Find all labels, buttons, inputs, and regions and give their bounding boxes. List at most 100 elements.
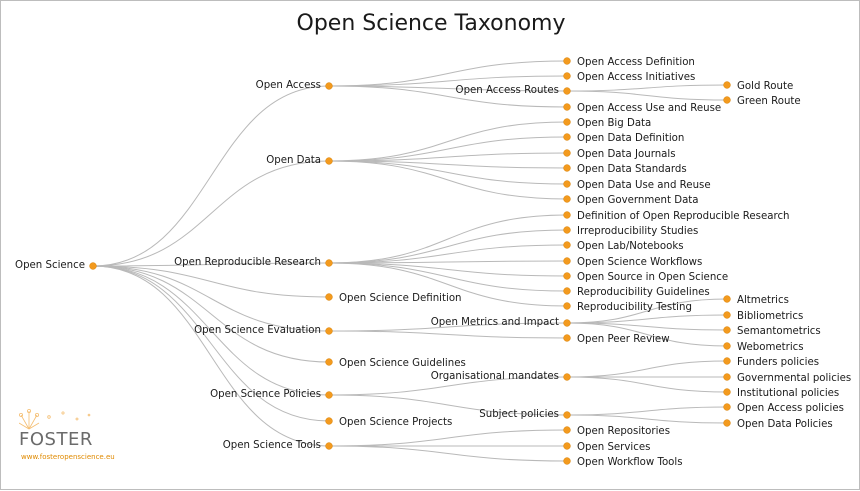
edge-open-big-data	[328, 121, 568, 162]
edge-open-peer-review	[328, 330, 568, 339]
edge-reproducibility-guidelines	[328, 262, 568, 292]
node-dot	[723, 96, 731, 104]
edge-open-access-routes	[328, 85, 568, 92]
edge-open-science-policies	[92, 265, 330, 396]
node-label: Open Access	[256, 80, 321, 91]
node-institutional-policies: Institutional policies	[723, 388, 839, 399]
edge-open-science-projects	[92, 265, 330, 422]
node-open-access: Open Access	[256, 80, 333, 91]
node-organisational-mandates: Organisational mandates	[431, 371, 571, 382]
node-open-source-in-open-science: Open Source in Open Science	[563, 272, 728, 283]
node-dot	[723, 326, 731, 334]
node-gold-route: Gold Route	[723, 81, 793, 92]
edge-funders-policies	[566, 360, 728, 378]
edge-open-science-definition	[92, 265, 330, 298]
node-dot	[563, 72, 571, 80]
node-label: Definition of Open Reproducible Research	[577, 211, 790, 222]
node-open-data-policies: Open Data Policies	[723, 419, 833, 430]
node-dot	[325, 442, 333, 450]
node-dot	[563, 287, 571, 295]
edge-open-access-use-and-reuse	[328, 85, 568, 108]
node-dot	[723, 295, 731, 303]
edge-open-access	[92, 85, 330, 267]
edge-open-data-policies	[566, 414, 728, 424]
node-label: Reproducibility Guidelines	[577, 287, 710, 298]
edge-open-data-journals	[328, 152, 568, 162]
edge-institutional-policies	[566, 376, 728, 393]
edge-organisational-mandates	[328, 376, 568, 396]
edge-open-data-definition	[328, 136, 568, 162]
node-dot	[563, 257, 571, 265]
node-open-data-use-and-reuse: Open Data Use and Reuse	[563, 180, 711, 191]
node-open-science-projects: Open Science Projects	[325, 417, 452, 428]
edge-open-metrics-and-impact	[328, 322, 568, 332]
node-dot	[325, 391, 333, 399]
edge-open-access-definition	[328, 60, 568, 87]
foster-logo-url: www.fosteropenscience.eu	[21, 453, 115, 461]
edge-open-science-workflows	[328, 260, 568, 264]
node-open-science: Open Science	[15, 260, 97, 271]
node-open-access-use-and-reuse: Open Access Use and Reuse	[563, 103, 721, 114]
edge-open-workflow-tools	[328, 445, 568, 462]
node-label: Open Workflow Tools	[577, 457, 683, 468]
node-funders-policies: Funders policies	[723, 357, 819, 368]
node-open-data: Open Data	[266, 155, 333, 166]
edge-reproducibility-testing	[328, 262, 568, 307]
edge-open-access-initiatives	[328, 75, 568, 87]
node-dot	[563, 373, 571, 381]
node-dot	[563, 211, 571, 219]
node-open-science-tools: Open Science Tools	[223, 440, 333, 451]
node-open-reproducible-research: Open Reproducible Research	[174, 257, 333, 268]
node-green-route: Green Route	[723, 96, 801, 107]
node-label: Bibliometrics	[737, 311, 803, 322]
node-label: Open Science Policies	[210, 389, 321, 400]
edge-open-repositories	[328, 429, 568, 447]
node-label: Reproducibility Testing	[577, 302, 692, 313]
node-open-science-policies: Open Science Policies	[210, 389, 333, 400]
node-dot	[723, 388, 731, 396]
node-open-peer-review: Open Peer Review	[563, 334, 670, 345]
node-open-data-standards: Open Data Standards	[563, 164, 687, 175]
node-label: Governmental policies	[737, 373, 851, 384]
node-dot	[325, 293, 333, 301]
node-label: Open Science Workflows	[577, 257, 702, 268]
node-subject-policies: Subject policies	[479, 409, 571, 420]
node-open-big-data: Open Big Data	[563, 118, 651, 129]
node-governmental-policies: Governmental policies	[723, 373, 851, 384]
node-label: Subject policies	[479, 409, 559, 420]
edge-open-lab-notebooks	[328, 244, 568, 264]
node-dot	[563, 319, 571, 327]
edge-bibliometrics	[566, 314, 728, 324]
node-semantometrics: Semantometrics	[723, 326, 821, 337]
node-label: Open Access Definition	[577, 57, 695, 68]
node-label: Organisational mandates	[431, 371, 559, 382]
node-label: Open Science Projects	[339, 417, 452, 428]
node-label: Gold Route	[737, 81, 793, 92]
node-altmetrics: Altmetrics	[723, 295, 789, 306]
node-label: Open Access Use and Reuse	[577, 103, 721, 114]
node-label: Open Science Tools	[223, 440, 321, 451]
node-open-services: Open Services	[563, 442, 650, 453]
edge-semantometrics	[566, 322, 728, 331]
node-label: Open Access Routes	[456, 85, 559, 96]
node-dot	[563, 241, 571, 249]
node-label: Open Data Standards	[577, 164, 687, 175]
foster-dandelion-logo-icon	[19, 409, 91, 430]
foster-logo-text: FOSTER	[19, 429, 93, 450]
node-open-repositories: Open Repositories	[563, 426, 670, 437]
node-dot	[325, 82, 333, 90]
node-open-data-journals: Open Data Journals	[563, 149, 676, 160]
node-open-workflow-tools: Open Workflow Tools	[563, 457, 683, 468]
node-open-metrics-and-impact: Open Metrics and Impact	[431, 317, 571, 328]
node-dot	[563, 195, 571, 203]
node-dot	[325, 358, 333, 366]
node-dot	[325, 327, 333, 335]
node-dot	[563, 103, 571, 111]
node-dot	[723, 373, 731, 381]
node-label: Open Metrics and Impact	[431, 317, 559, 328]
node-open-science-workflows: Open Science Workflows	[563, 257, 702, 268]
node-dot	[563, 272, 571, 280]
